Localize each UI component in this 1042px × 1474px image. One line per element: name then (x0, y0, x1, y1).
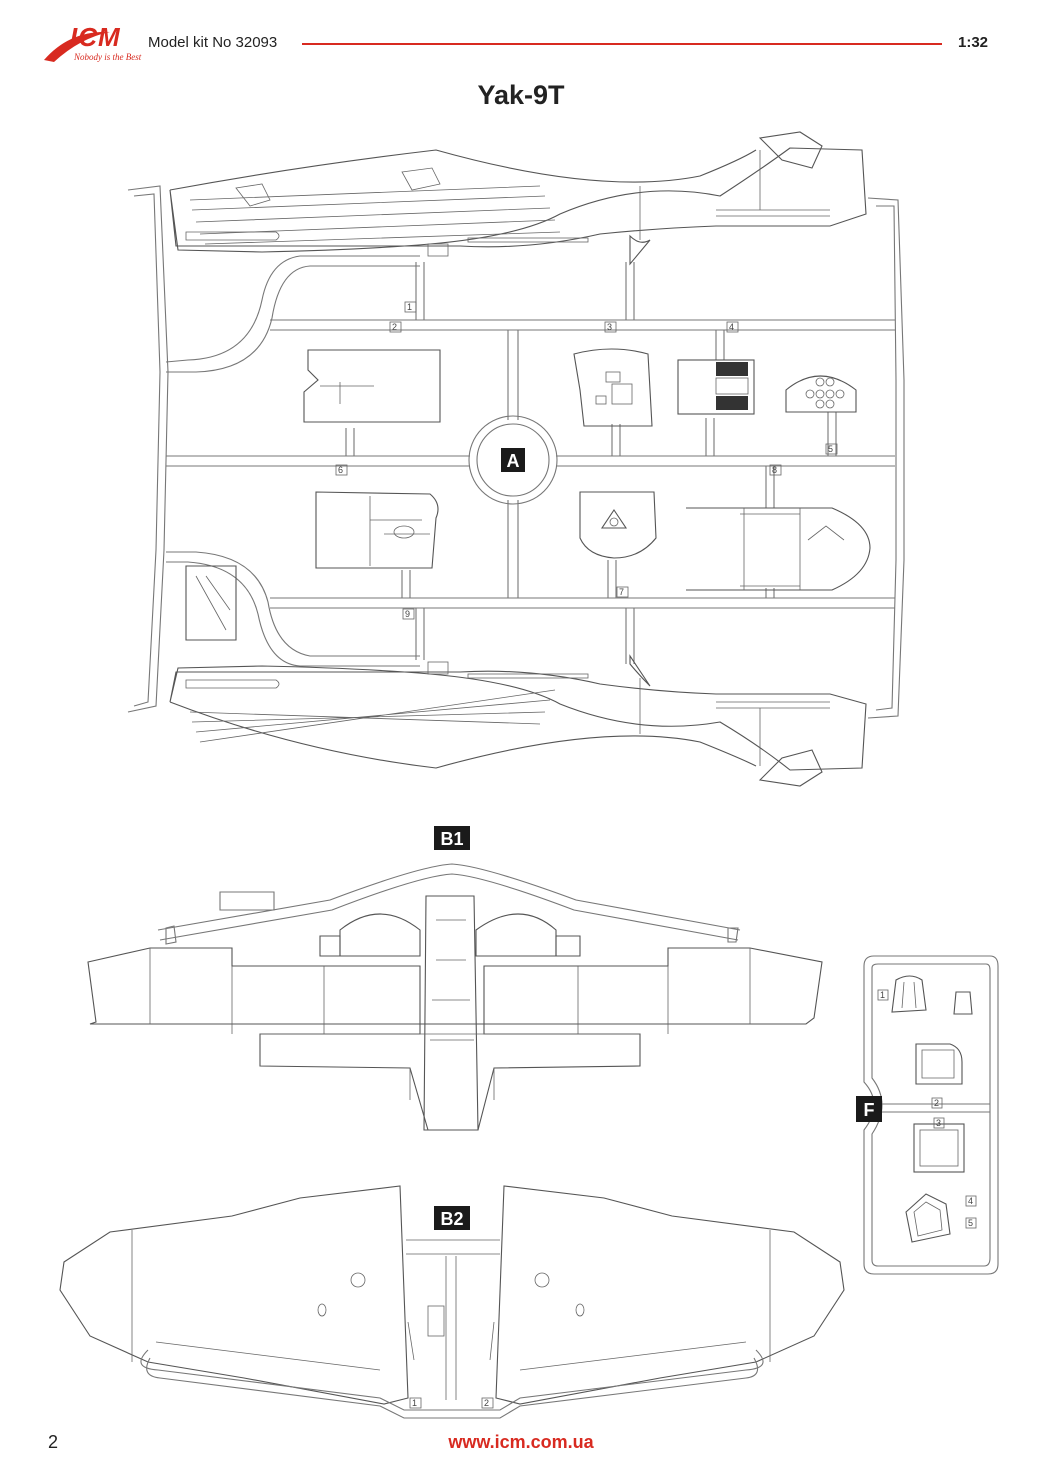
part-instrument-dashboard (785, 375, 857, 413)
kit-number: Model kit No 32093 (148, 34, 278, 51)
part-number-a8: 8 (772, 465, 777, 475)
part-number-f4: 4 (968, 1196, 973, 1206)
part-number-f5: 5 (968, 1218, 973, 1228)
part-number-f2: 2 (934, 1098, 939, 1108)
part-number-a4: 4 (729, 322, 734, 332)
part-number-a6: 6 (338, 465, 343, 475)
part-number-a3: 3 (607, 322, 612, 332)
part-number-a5: 5 (828, 444, 833, 454)
part-number-a7: 7 (619, 587, 624, 597)
sprue-a: 1 2 3 4 5 6 7 8 9 (127, 131, 905, 787)
part-wheel-well-left (319, 913, 421, 957)
part-canopy-frame (915, 1043, 963, 1085)
scale-label: 1:32 (958, 34, 989, 51)
page-title: Yak-9T (477, 80, 565, 110)
fuselage-half-upper (169, 131, 867, 266)
part-canopy-window (913, 1123, 965, 1173)
part-wheel-well-right (475, 913, 581, 957)
sprue-f-badge: F (856, 1096, 882, 1122)
part-number-b2-1: 1 (412, 1398, 417, 1408)
icm-logo: ICM Nobody is the Best (40, 22, 142, 80)
sprue-b2: 1 2 B2 (59, 1185, 845, 1419)
sprue-f: 1 2 3 4 5 F (856, 955, 999, 1275)
part-floor-plate (303, 349, 441, 423)
part-radio-panel (677, 359, 755, 415)
part-lower-wing (87, 947, 823, 1131)
sprue-b2-label: B2 (440, 1209, 463, 1229)
sprue-a-label: A (507, 451, 520, 471)
part-seat-back (573, 348, 653, 427)
part-number-a1: 1 (407, 302, 412, 312)
part-seat-frame (686, 507, 871, 591)
website-link[interactable]: www.icm.com.ua (448, 1432, 594, 1452)
part-number-b2-2: 2 (484, 1398, 489, 1408)
page-header: ICM Nobody is the Best Model kit No 3209… (0, 0, 1042, 80)
sprue-a-badge: A (501, 448, 525, 472)
logo-tagline: Nobody is the Best (74, 52, 142, 62)
part-number-a9: 9 (405, 609, 410, 619)
logo-swoosh-icon (44, 31, 110, 62)
part-number-a2: 2 (392, 322, 397, 332)
page-number: 2 (48, 1432, 59, 1452)
sprue-b1-badge: B1 (434, 826, 470, 850)
part-canopy-front (891, 975, 927, 1013)
part-side-panel (315, 491, 439, 569)
sprue-f-label: F (864, 1100, 875, 1120)
part-canopy-rear (905, 1193, 951, 1243)
sprue-b2-badge: B2 (434, 1206, 470, 1230)
sprue-b1-label: B1 (440, 829, 463, 849)
part-periscope (953, 991, 973, 1015)
logo-text: ICM (70, 22, 121, 52)
part-upper-wing (59, 1185, 845, 1405)
part-number-f3: 3 (936, 1118, 941, 1128)
header-rule (302, 43, 942, 45)
part-number-f1: 1 (880, 990, 885, 1000)
sprue-b1: B1 (87, 826, 823, 1131)
part-fuel-panel (579, 491, 657, 559)
fuselage-half-lower (169, 565, 867, 787)
